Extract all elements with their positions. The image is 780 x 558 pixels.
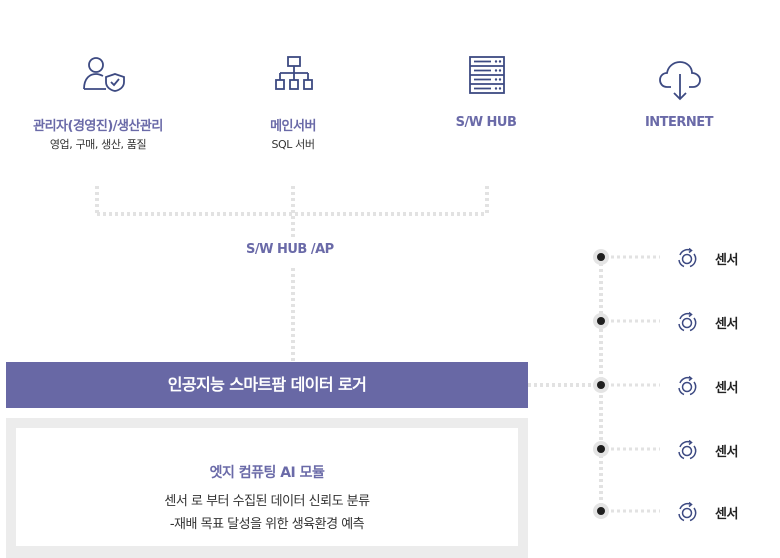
node-main-server-label: 메인서버 <box>270 119 316 134</box>
sensor-label: 센서 <box>715 507 739 522</box>
sensor-cycle-icon <box>676 247 698 269</box>
junction-dot <box>597 317 605 325</box>
sensor-cycle-icon <box>676 375 698 397</box>
user-shield-icon <box>82 56 126 92</box>
node-admin-sub: 영업, 구매, 생산, 품질 <box>49 138 147 151</box>
sensor-label: 센서 <box>715 445 739 460</box>
cloud-download-icon <box>658 58 702 102</box>
node-admin-label: 관리자(경영진)/생산관리 <box>33 119 163 134</box>
module-title: 엣지 컴퓨팅 AI 모듈 <box>209 465 325 481</box>
network-tree-icon <box>275 56 313 92</box>
sensor-label: 센서 <box>715 253 739 268</box>
edge-ai-module: 엣지 컴퓨팅 AI 모듈 센서 로 부터 수집된 데이터 신뢰도 분류 -재배 … <box>6 418 528 558</box>
junction-dot <box>597 507 605 515</box>
sensor-cycle-icon <box>676 311 698 333</box>
edge-ai-module-panel: 엣지 컴퓨팅 AI 모듈 센서 로 부터 수집된 데이터 신뢰도 분류 -재배 … <box>16 428 518 546</box>
node-sw-hub-label: S/W HUB <box>455 115 517 130</box>
server-rack-icon <box>469 56 505 94</box>
junction-dot <box>597 253 605 261</box>
module-desc-line-1: 센서 로 부터 수집된 데이터 신뢰도 분류 <box>164 494 370 509</box>
sensor-cycle-icon <box>676 501 698 523</box>
datalogger-banner: 인공지능 스마트팜 데이터 로거 <box>6 362 528 408</box>
junction-dot <box>597 381 605 389</box>
module-desc-line-2: -재배 목표 달성을 위한 생육환경 예측 <box>169 517 365 532</box>
hub-ap-label: S/W HUB /AP <box>246 242 334 257</box>
node-main-server-sub: SQL 서버 <box>271 138 315 151</box>
sensor-cycle-icon <box>676 439 698 461</box>
node-internet-label: INTERNET <box>644 115 714 130</box>
sensor-label: 센서 <box>715 381 739 396</box>
junction-dot <box>597 445 605 453</box>
sensor-label: 센서 <box>715 317 739 332</box>
